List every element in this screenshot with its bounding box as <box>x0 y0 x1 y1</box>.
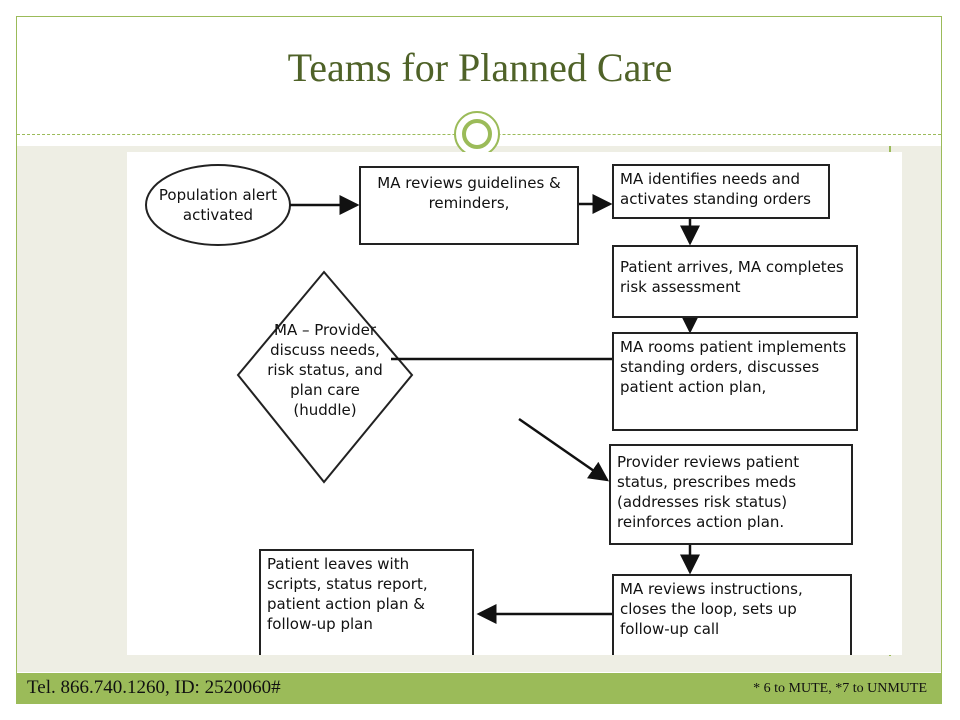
population-alert-label: Population alert activated <box>158 186 278 224</box>
huddle-diamond <box>236 270 414 484</box>
flow-diagram: Population alert activated MA reviews gu… <box>127 152 902 655</box>
provider-reviews-box: Provider reviews patient status, prescri… <box>609 444 853 545</box>
slide-title: Teams for Planned Care <box>287 45 673 90</box>
phone-info: Tel. 866.740.1260, ID: 2520060# <box>27 677 281 698</box>
diagram-connectors <box>145 164 700 624</box>
patient-leaves-box: Patient leaves with scripts, status repo… <box>259 549 474 655</box>
ma-reviews-guidelines-box: MA reviews guidelines & reminders, <box>359 166 579 245</box>
footer-bar: Tel. 866.740.1260, ID: 2520060# * 6 to M… <box>17 673 941 703</box>
mute-info: * 6 to MUTE, *7 to UNMUTE <box>753 681 927 696</box>
decorative-circle-icon <box>454 111 500 157</box>
slide-frame <box>16 16 942 704</box>
ma-rooms-patient-box: MA rooms patient implements standing ord… <box>612 332 858 431</box>
ma-identifies-needs-box: MA identifies needs and activates standi… <box>612 164 830 219</box>
ma-reviews-instructions-box: MA reviews instructions, closes the loop… <box>612 574 852 655</box>
arrow-huddle-to-provider <box>518 417 610 482</box>
patient-arrives-box: Patient arrives, MA completes risk asses… <box>612 245 858 318</box>
huddle-label: MA – Provider discuss needs, risk status… <box>267 321 383 419</box>
